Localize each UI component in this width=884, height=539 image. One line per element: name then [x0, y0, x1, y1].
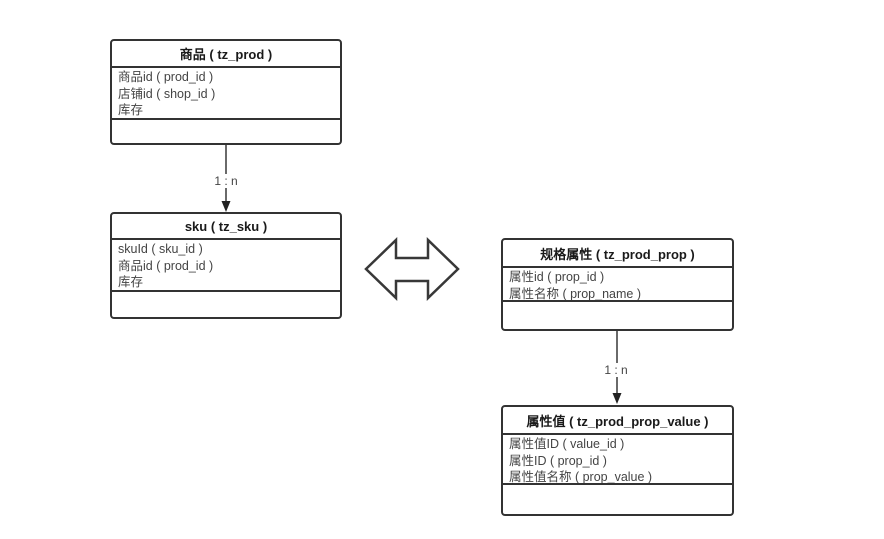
table-field: 属性值名称 ( prop_value )	[509, 470, 653, 484]
table-fields-prop: 属性id ( prop_id ) 属性名称 ( prop_name )	[503, 268, 732, 302]
entity-table-propvalue: 属性值 ( tz_prod_prop_value ) 属性值ID ( value…	[501, 405, 734, 516]
table-field: 商品id ( prod_id )	[118, 258, 214, 273]
table-field: 属性ID ( prop_id )	[509, 453, 607, 468]
entity-table-prod: 商品 ( tz_prod ) 商品id ( prod_id ) 店铺id ( s…	[110, 39, 342, 145]
table-field: 属性id ( prop_id )	[509, 270, 605, 284]
table-fields-sku: skuId ( sku_id ) 商品id ( prod_id ) 库存	[112, 240, 340, 292]
table-field: 属性值ID ( value_id )	[509, 437, 625, 451]
double-arrow-icon	[364, 237, 460, 301]
table-field: 库存	[118, 103, 144, 117]
table-title-prod: 商品 ( tz_prod )	[112, 41, 340, 68]
entity-table-sku: sku ( tz_sku ) skuId ( sku_id ) 商品id ( p…	[110, 212, 342, 319]
table-empty-row	[503, 485, 732, 514]
table-field: 库存	[118, 275, 144, 289]
one-to-many-arrow-prop-to-propvalue	[612, 331, 622, 404]
table-field: 属性名称 ( prop_name )	[509, 286, 641, 301]
edge-label-prod-sku: 1 : n	[211, 174, 241, 188]
one-to-many-arrow-prod-to-sku	[221, 144, 231, 212]
table-fields-prod: 商品id ( prod_id ) 店铺id ( shop_id ) 库存	[112, 68, 340, 120]
table-field: 商品id ( prod_id )	[118, 70, 214, 84]
edge-label-prop-propvalue: 1 : n	[601, 363, 631, 377]
table-title-propvalue: 属性值 ( tz_prod_prop_value )	[503, 407, 732, 435]
table-empty-row	[112, 120, 340, 143]
table-title-sku: sku ( tz_sku )	[112, 214, 340, 240]
table-field: skuId ( sku_id )	[118, 242, 203, 256]
table-fields-propvalue: 属性值ID ( value_id ) 属性ID ( prop_id ) 属性值名…	[503, 435, 732, 485]
entity-table-prop: 规格属性 ( tz_prod_prop ) 属性id ( prop_id ) 属…	[501, 238, 734, 331]
table-title-prop: 规格属性 ( tz_prod_prop )	[503, 240, 732, 268]
table-field: 店铺id ( shop_id )	[118, 86, 216, 101]
table-empty-row	[503, 302, 732, 329]
table-empty-row	[112, 292, 340, 317]
